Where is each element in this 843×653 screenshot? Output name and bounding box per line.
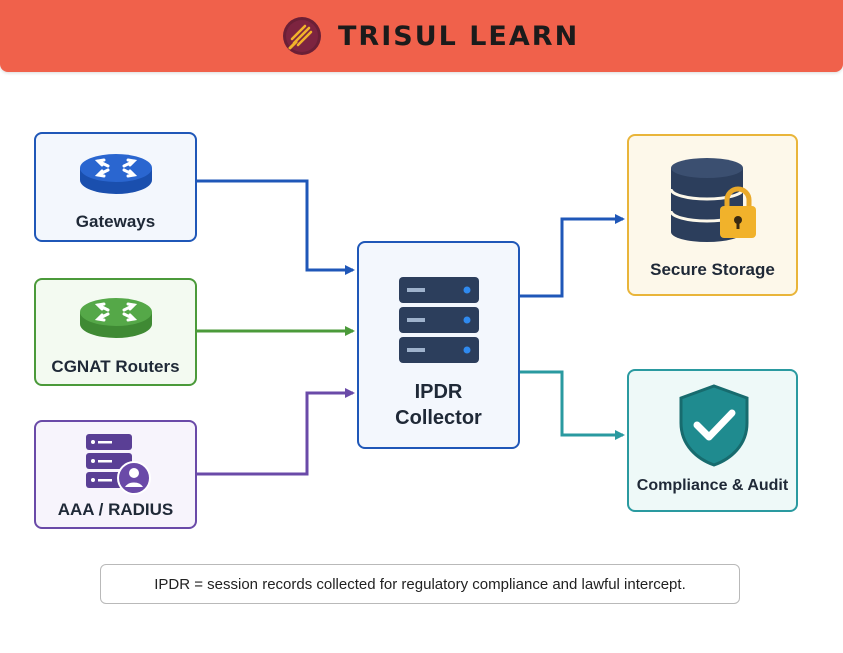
cgnat-routers-label: CGNAT Routers: [51, 357, 180, 376]
shield-check-icon: [679, 384, 749, 467]
brand: TRISUL LEARN: [282, 16, 579, 56]
server-user-icon: [86, 434, 151, 495]
connector-compliance: [520, 370, 625, 440]
collector-title: IPDR Collector: [359, 379, 518, 431]
header-banner: TRISUL LEARN: [0, 0, 843, 72]
router-icon: [80, 154, 152, 194]
collector-title-line1: IPDR: [414, 381, 463, 403]
brand-title: TRISUL LEARN: [338, 20, 580, 52]
destination-compliance-audit: Compliance & Audit: [627, 369, 798, 512]
footnote: IPDR = session records collected for reg…: [100, 564, 740, 604]
collector-title-line2: Collector: [395, 407, 482, 429]
database-lock-icon: [669, 158, 756, 242]
destination-secure-storage: Secure Storage: [627, 134, 798, 296]
connector-aaa: [197, 388, 355, 476]
aaa-radius-label: AAA / RADIUS: [57, 500, 174, 519]
secure-storage-label: Secure Storage: [650, 260, 775, 279]
source-aaa-radius: AAA / RADIUS: [34, 420, 197, 529]
connector-gateways: [197, 179, 355, 275]
ipdr-collector: IPDR Collector: [357, 241, 520, 449]
server-rack-icon: [399, 277, 479, 363]
connector-storage: [520, 214, 625, 298]
source-gateways: Gateways: [34, 132, 197, 242]
router-icon: [80, 298, 152, 338]
compliance-audit-label: Compliance & Audit: [636, 477, 789, 494]
gateways-label: Gateways: [75, 212, 156, 231]
source-cgnat-routers: CGNAT Routers: [34, 278, 197, 386]
trisul-logo-icon: [283, 17, 321, 55]
